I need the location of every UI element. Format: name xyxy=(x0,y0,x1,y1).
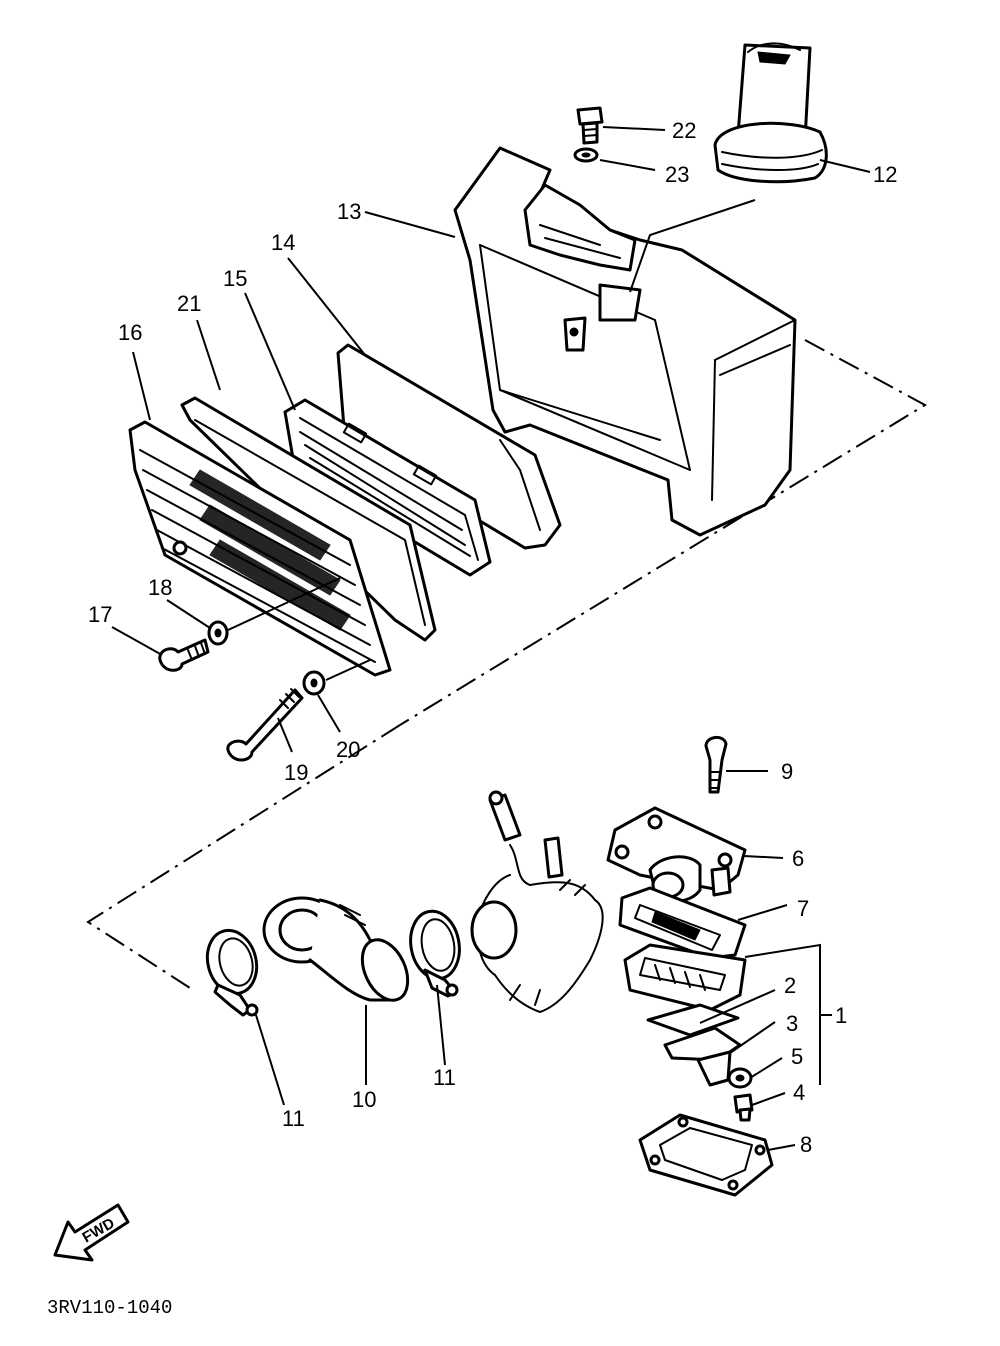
clamp-11-left xyxy=(205,928,259,1017)
assembly-line-lower xyxy=(86,724,401,989)
label-11-left: 11 xyxy=(282,1106,305,1131)
label-15: 15 xyxy=(223,266,247,291)
reed-2 xyxy=(646,1003,740,1037)
label-3: 3 xyxy=(786,1011,798,1036)
gasket-7 xyxy=(618,886,747,960)
label-1: 1 xyxy=(835,1003,847,1028)
fwd-arrow-icon: FWD xyxy=(53,1203,130,1262)
reed-stopper-3 xyxy=(663,1026,742,1087)
bolt-22 xyxy=(576,106,604,145)
reed-valve-assembly-1 xyxy=(623,943,747,1012)
label-20: 20 xyxy=(336,737,360,762)
reed-valve-housing-6 xyxy=(606,806,747,903)
leader-17-18 xyxy=(227,577,341,631)
assembly-line-upper xyxy=(399,339,928,726)
gasket-8 xyxy=(638,1113,774,1197)
label-2: 2 xyxy=(784,973,796,998)
washer-5 xyxy=(727,1067,753,1089)
air-cleaner-cover-16 xyxy=(128,420,392,677)
leader-lines xyxy=(111,126,871,1151)
label-22: 22 xyxy=(672,118,696,143)
washer-23 xyxy=(573,147,599,163)
intake-duct-12 xyxy=(713,42,828,184)
carburetor xyxy=(470,790,604,1013)
clamp-11-right xyxy=(409,909,461,998)
label-21: 21 xyxy=(177,291,201,316)
diagram-code: 3RV110-1040 xyxy=(47,1297,172,1319)
label-4: 4 xyxy=(793,1080,805,1105)
bolt-19 xyxy=(226,688,304,762)
carburetor-joint-10 xyxy=(262,896,410,1002)
washer-18 xyxy=(207,620,229,646)
label-5: 5 xyxy=(791,1044,803,1069)
label-16: 16 xyxy=(118,320,142,345)
label-7: 7 xyxy=(797,896,809,921)
label-11-right: 11 xyxy=(433,1065,456,1090)
screw-17 xyxy=(158,638,210,672)
label-17: 17 xyxy=(88,602,112,627)
washer-20 xyxy=(302,670,326,696)
leader-19-20 xyxy=(325,659,371,681)
air-cleaner-case-13 xyxy=(453,146,797,537)
label-23: 23 xyxy=(665,162,689,187)
label-10: 10 xyxy=(352,1087,376,1112)
label-19: 19 xyxy=(284,760,308,785)
label-8: 8 xyxy=(800,1132,812,1157)
label-9: 9 xyxy=(781,759,793,784)
label-18: 18 xyxy=(148,575,172,600)
screw-9 xyxy=(704,736,728,794)
label-6: 6 xyxy=(792,846,804,871)
part-labels: 1 2 3 4 5 6 7 8 9 10 11 11 12 13 14 15 1… xyxy=(88,118,897,1157)
label-12: 12 xyxy=(873,162,897,187)
label-14: 14 xyxy=(271,230,295,255)
label-13: 13 xyxy=(337,199,361,224)
screw-4 xyxy=(733,1093,754,1122)
